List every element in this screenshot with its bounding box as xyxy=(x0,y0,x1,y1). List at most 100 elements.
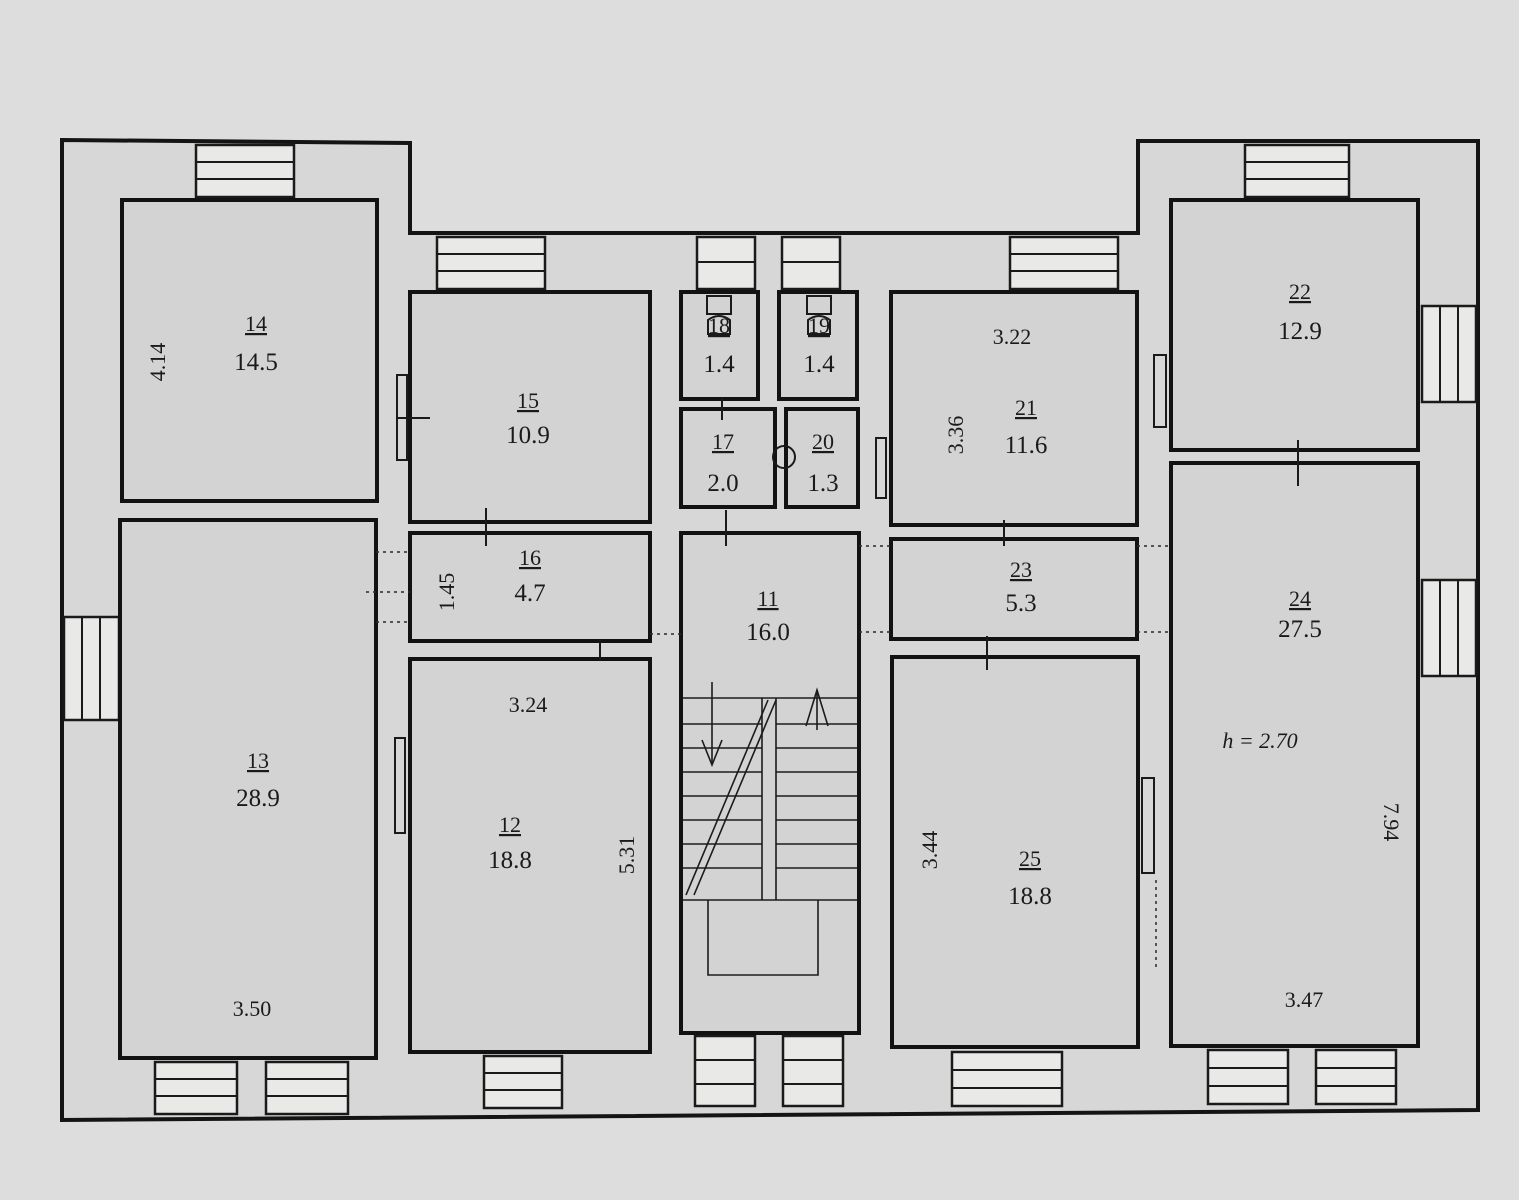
svg-text:22: 22 xyxy=(1289,279,1311,304)
window-bottom-room12 xyxy=(482,1054,564,1110)
dimension-room12-height: 5.31 xyxy=(614,836,639,875)
svg-text:19: 19 xyxy=(808,313,830,338)
dimension-room24-height: 7.94 xyxy=(1379,803,1404,842)
svg-text:16: 16 xyxy=(519,545,541,570)
door-room19-symbol xyxy=(806,295,832,335)
room-label-20: 20 1.3 xyxy=(807,429,838,497)
room-23 xyxy=(889,537,1139,641)
room-18 xyxy=(679,290,760,401)
window-bottom-room24-left xyxy=(1206,1048,1290,1106)
svg-text:2.0: 2.0 xyxy=(707,470,738,497)
window-top-room14 xyxy=(194,143,296,199)
svg-text:11.6: 11.6 xyxy=(1005,432,1048,459)
staircase xyxy=(683,682,857,976)
svg-text:17: 17 xyxy=(712,429,734,454)
room-14 xyxy=(120,198,379,503)
window-bottom-room24-right xyxy=(1314,1048,1398,1106)
window-bottom-room25 xyxy=(950,1050,1064,1108)
svg-text:16.0: 16.0 xyxy=(746,619,790,646)
room-label-11: 11 16.0 xyxy=(746,586,790,646)
ceiling-height-label: h = 2.70 xyxy=(1222,728,1297,753)
window-top-room15 xyxy=(435,235,547,291)
svg-text:28.9: 28.9 xyxy=(236,785,280,812)
svg-text:13: 13 xyxy=(247,748,269,773)
svg-text:14: 14 xyxy=(245,311,267,336)
room-label-12: 12 18.8 xyxy=(488,812,532,874)
room-24 xyxy=(1169,461,1420,1048)
door-room22 xyxy=(1153,354,1167,428)
room-11 xyxy=(679,531,861,1035)
dimension-room13-width: 3.50 xyxy=(233,996,272,1021)
svg-text:20: 20 xyxy=(812,429,834,454)
svg-text:18.8: 18.8 xyxy=(488,847,532,874)
svg-text:10.9: 10.9 xyxy=(506,422,550,449)
svg-text:15: 15 xyxy=(517,388,539,413)
window-top-room19 xyxy=(780,235,842,291)
window-top-room18 xyxy=(695,235,757,291)
room-label-18: 18 1.4 xyxy=(703,313,735,378)
door-room15 xyxy=(396,374,430,461)
window-right-room24 xyxy=(1420,578,1478,678)
dimension-room21-height: 3.36 xyxy=(943,416,968,455)
room-15 xyxy=(408,290,652,524)
room-label-22: 22 12.9 xyxy=(1278,279,1322,345)
room-22 xyxy=(1169,198,1420,452)
door-room25 xyxy=(1141,777,1155,874)
room-label-23: 23 5.3 xyxy=(1005,557,1036,617)
svg-text:5.3: 5.3 xyxy=(1005,590,1036,617)
room-21 xyxy=(889,290,1139,527)
room-label-16: 16 4.7 xyxy=(514,545,545,607)
svg-text:25: 25 xyxy=(1019,846,1041,871)
room-label-19: 19 1.4 xyxy=(803,313,835,378)
door-room18-symbol xyxy=(706,295,732,335)
door-room17 xyxy=(772,445,796,470)
room-19 xyxy=(777,290,859,401)
dimension-room21-width: 3.22 xyxy=(993,324,1032,349)
dimension-room12-width: 3.24 xyxy=(509,692,548,717)
window-right-room22 xyxy=(1420,304,1478,404)
dimension-room25-height: 3.44 xyxy=(917,831,942,870)
room-label-13: 13 28.9 xyxy=(236,748,280,812)
window-bottom-room13-right xyxy=(264,1060,350,1116)
room-17 xyxy=(679,407,777,509)
svg-text:23: 23 xyxy=(1010,557,1032,582)
room-label-25: 25 18.8 xyxy=(1008,846,1052,910)
svg-text:11: 11 xyxy=(757,586,778,611)
svg-text:14.5: 14.5 xyxy=(234,349,278,376)
svg-text:18: 18 xyxy=(708,313,730,338)
dimension-ticks xyxy=(485,398,1299,670)
room-label-14: 14 14.5 xyxy=(234,311,278,376)
room-12 xyxy=(408,657,652,1054)
svg-text:21: 21 xyxy=(1015,395,1037,420)
room-label-17: 17 2.0 xyxy=(707,429,738,497)
window-top-room21 xyxy=(1008,235,1120,291)
room-16 xyxy=(408,531,652,643)
room-13 xyxy=(118,518,378,1060)
window-bottom-room13-left xyxy=(153,1060,239,1116)
svg-text:1.4: 1.4 xyxy=(803,351,835,378)
room-20 xyxy=(784,407,860,509)
window-bottom-stair-left xyxy=(693,1034,757,1108)
svg-text:12: 12 xyxy=(499,812,521,837)
svg-text:18.8: 18.8 xyxy=(1008,883,1052,910)
room-label-15: 15 10.9 xyxy=(506,388,550,449)
svg-text:12.9: 12.9 xyxy=(1278,318,1322,345)
svg-text:1.3: 1.3 xyxy=(807,470,838,497)
svg-text:1.4: 1.4 xyxy=(703,351,735,378)
dimension-room16-height: 1.45 xyxy=(434,573,459,612)
room-25 xyxy=(890,655,1140,1049)
window-top-room22 xyxy=(1243,143,1351,199)
svg-text:27.5: 27.5 xyxy=(1278,616,1322,643)
svg-text:4.7: 4.7 xyxy=(514,580,545,607)
dashed-guides xyxy=(366,545,1171,968)
window-bottom-stair-right xyxy=(781,1034,845,1108)
dimension-room24-width: 3.47 xyxy=(1285,987,1324,1012)
svg-text:24: 24 xyxy=(1289,586,1311,611)
room-label-21: 21 11.6 xyxy=(1005,395,1048,459)
dimension-room14-height: 4.14 xyxy=(145,343,170,382)
window-left-room13 xyxy=(62,615,121,722)
door-room21 xyxy=(875,437,887,499)
door-room12 xyxy=(394,737,406,834)
room-label-24: 24 27.5 xyxy=(1278,586,1322,643)
